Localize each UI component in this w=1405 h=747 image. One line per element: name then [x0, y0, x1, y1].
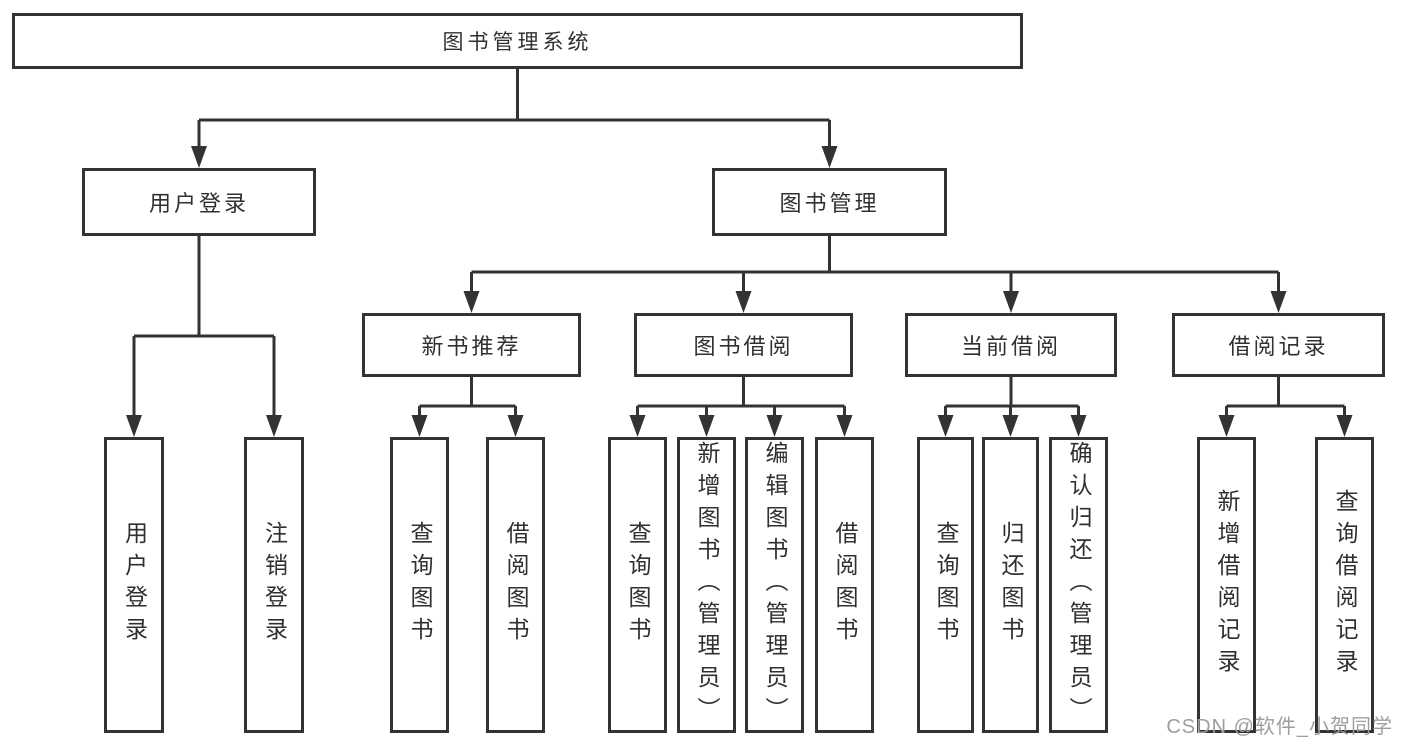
leaf-logout-login: 注销登录: [244, 437, 304, 733]
leaf-label: 查询借阅记录: [1332, 489, 1358, 681]
node-borrow-records: 借阅记录: [1172, 313, 1385, 377]
leaf-borrow-books-borrow: 借阅图书: [815, 437, 874, 733]
node-new-book-recommend: 新书推荐: [362, 313, 581, 377]
node-user-login: 用户登录: [82, 168, 316, 236]
leaf-query-books-borrow: 查询图书: [608, 437, 667, 733]
leaf-query-books-recommend: 查询图书: [390, 437, 449, 733]
node-label: 图书管理系统: [442, 31, 593, 54]
node-label: 借阅记录: [1228, 334, 1329, 359]
leaf-label: 新增借阅记录: [1214, 489, 1240, 681]
node-label: 当前借阅: [960, 334, 1061, 359]
leaf-label: 查询图书: [625, 521, 651, 649]
leaf-label: 借阅图书: [503, 521, 529, 649]
csdn-watermark: CSDN @软件_小贺同学: [1166, 716, 1393, 738]
node-library-management-system: 图书管理系统: [12, 13, 1023, 69]
node-label: 新书推荐: [421, 334, 522, 359]
node-label: 用户登录: [148, 191, 249, 216]
leaf-borrow-books-recommend: 借阅图书: [486, 437, 545, 733]
leaf-return-book: 归还图书: [982, 437, 1039, 733]
leaf-edit-book-admin: 编辑图书（管理员）: [745, 437, 804, 733]
leaf-add-book-admin: 新增图书（管理员）: [677, 437, 736, 733]
node-label: 图书借阅: [693, 334, 794, 359]
node-book-borrow: 图书借阅: [634, 313, 853, 377]
node-current-borrow: 当前借阅: [905, 313, 1117, 377]
leaf-label: 编辑图书（管理员）: [762, 441, 788, 729]
leaf-add-borrow-record: 新增借阅记录: [1197, 437, 1256, 733]
leaf-label: 新增图书（管理员）: [694, 441, 720, 729]
leaf-label: 确认归还（管理员）: [1066, 441, 1092, 729]
leaf-query-books-current: 查询图书: [917, 437, 974, 733]
leaf-label: 归还图书: [998, 521, 1024, 649]
leaf-user-login: 用户登录: [104, 437, 164, 733]
leaf-label: 查询图书: [933, 521, 959, 649]
leaf-query-borrow-record: 查询借阅记录: [1315, 437, 1374, 733]
node-label: 图书管理: [779, 191, 880, 216]
arrowheads: [126, 146, 1353, 437]
node-book-management: 图书管理: [712, 168, 947, 236]
leaf-confirm-return-admin: 确认归还（管理员）: [1049, 437, 1108, 733]
leaf-label: 用户登录: [121, 521, 148, 649]
leaf-label: 注销登录: [261, 521, 288, 649]
leaf-label: 借阅图书: [832, 521, 858, 649]
leaf-label: 查询图书: [407, 521, 433, 649]
